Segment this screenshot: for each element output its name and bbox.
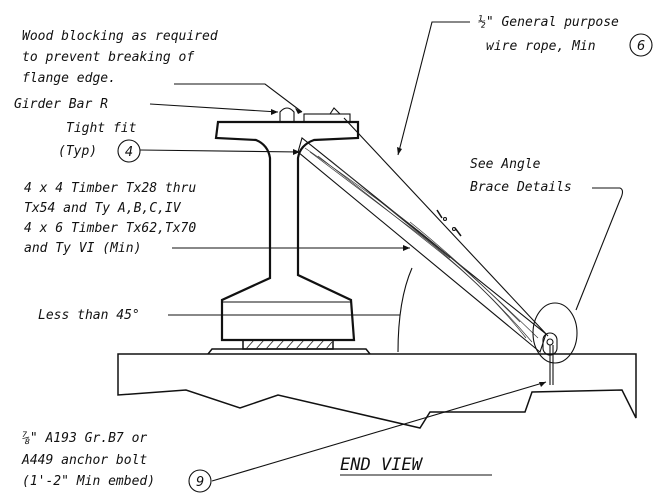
anchor-line-2: A449 anchor bolt (21, 453, 147, 468)
leader-tight-fit (139, 149, 301, 153)
girder-section (214, 120, 360, 342)
bearing-pad-hatch (245, 339, 333, 350)
leader-wire-rope (397, 21, 470, 156)
angle-arc (397, 267, 413, 353)
leader-wood-blocking (174, 83, 303, 113)
arrow-head (539, 382, 546, 387)
timber-line-3: 4 x 6 Timber Tx62,Tx70 (24, 221, 196, 236)
wire-rope-line-1: ½" General purpose (478, 15, 619, 30)
timber-line-1: 4 x 4 Timber Tx28 thru (24, 181, 196, 196)
angle-bolt (546, 338, 554, 346)
timber-line-2: Tx54 and Ty A,B,C,IV (24, 201, 182, 216)
anchor-line-3: (1'-2" Min embed) (22, 474, 155, 489)
anchor-callout-circle (188, 469, 212, 493)
anchor-line-1: ⅞" A193 Gr.B7 or (22, 431, 147, 446)
arrow-head (293, 149, 300, 155)
girder-bar (279, 107, 295, 122)
less-than-label: Less than 45° (38, 308, 140, 323)
wire-rope-callout: 6 (637, 39, 645, 54)
leader-girder-bar (149, 103, 279, 113)
wire-rope-callout-circle (629, 33, 653, 57)
leader-anchor (211, 381, 547, 482)
wood-blocking-line-3: flange edge. (22, 71, 116, 86)
arrow-head (397, 147, 402, 155)
turnbuckle (436, 209, 462, 237)
wire-rope-line-2: wire rope, Min (486, 39, 596, 54)
detail-ellipse (532, 302, 578, 364)
timber-line-4: and Ty VI (Min) (24, 241, 141, 256)
view-title: END VIEW (340, 455, 424, 475)
wood-blocking-line-2: to prevent breaking of (22, 50, 194, 65)
arrow-head (271, 109, 278, 115)
leader-see-angle (575, 187, 624, 311)
anchor-callout: 9 (196, 475, 204, 490)
arrow-head (295, 108, 302, 114)
see-angle-line-2: Brace Details (470, 180, 572, 195)
tight-fit-callout-circle (117, 139, 141, 163)
wood-blocking (303, 113, 351, 123)
blocking-tip (329, 107, 341, 115)
bent-cap-outline (117, 353, 637, 429)
girder-bar-label: Girder Bar R (14, 97, 108, 112)
see-angle-line-1: See Angle (470, 157, 541, 172)
wood-blocking-line-1: Wood blocking as required (22, 29, 218, 44)
timber-grain (304, 147, 539, 343)
tight-fit-callout: 4 (125, 145, 133, 160)
wire-rope (343, 117, 549, 337)
arrow-head (403, 245, 410, 251)
tight-fit-line-2: (Typ) (58, 144, 97, 159)
tight-fit-line-1: Tight fit (66, 121, 137, 136)
